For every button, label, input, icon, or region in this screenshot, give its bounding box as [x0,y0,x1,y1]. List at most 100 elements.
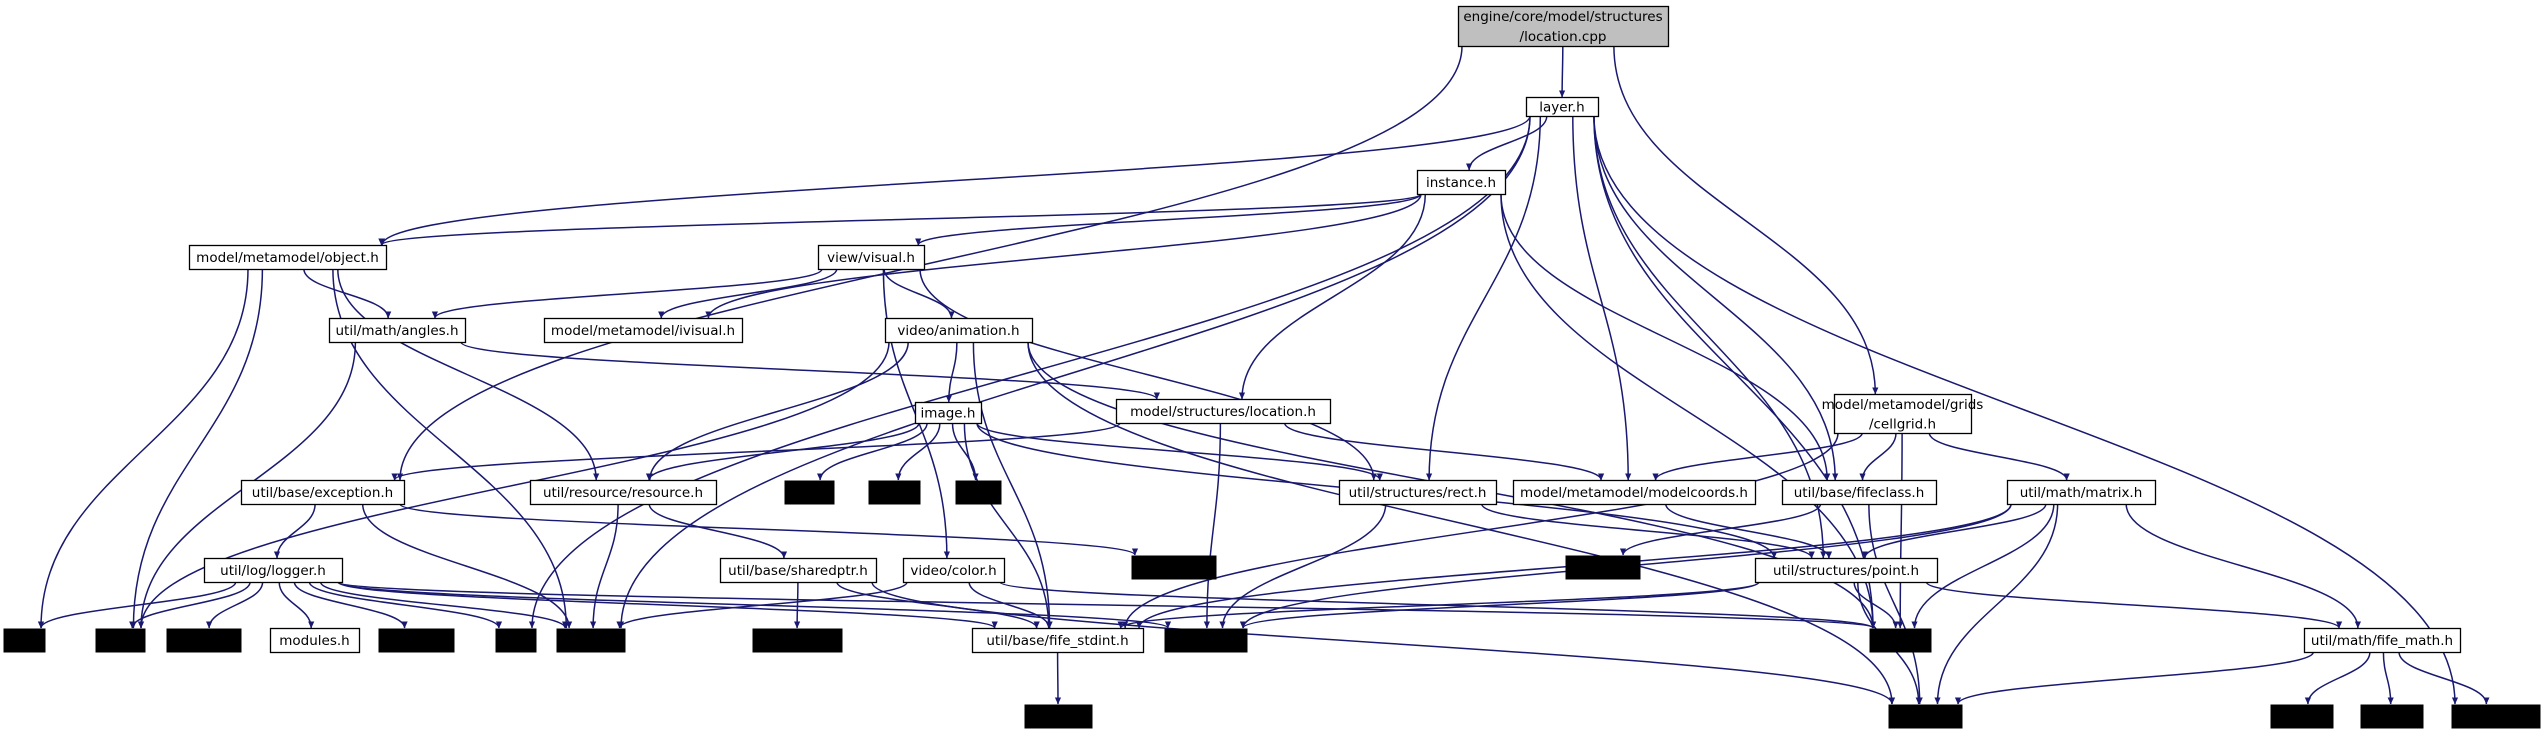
edge-sharedptr-to-functional [793,581,801,629]
node-box [2360,704,2424,729]
node-box [166,628,242,653]
dependency-edge [705,193,1422,319]
node-animation[interactable]: video/animation.h [884,317,1034,344]
edge-color-to-fife-stdint [968,581,1053,629]
node-functional: functional [752,628,843,653]
node-stack: stack [868,480,921,505]
node-sstream: sstream [166,628,242,653]
node-object[interactable]: model/metamodel/object.h [188,244,388,271]
dependency-edge [137,341,890,629]
edge-logger-to-string [319,581,569,629]
node-label: util/base/fife_stdint.h [986,633,1128,649]
edge-rect-to-iostream [1219,503,1387,629]
node-fife-stdint[interactable]: util/base/fife_stdint.h [971,627,1145,654]
node-label: util/structures/rect.h [1349,485,1487,501]
node-label: set [505,633,526,649]
dependency-edge [528,115,1531,629]
node-location[interactable]: model/structures/location.h [1115,398,1332,425]
node-matrix[interactable]: util/math/matrix.h [2006,479,2157,506]
node-box [3,628,46,653]
dependency-edge [1859,432,1897,481]
node-sdl: SDL.h [955,480,1002,505]
node-logger[interactable]: util/log/logger.h [203,557,344,584]
dependency-edge [816,422,928,481]
edge-cellgrid-to-modelcoords [1652,432,1863,481]
dependency-edge [895,422,941,481]
edge-modelcoords-to-point [1665,503,1833,559]
dependency-edge [460,341,1160,400]
node-label: util/math/angles.h [335,323,458,339]
node-set: set [495,628,537,653]
node-box [2006,479,2157,506]
node-label: stack [876,485,912,501]
node-label: algorithm [2463,709,2528,725]
edge-fife-math-to-algorithm [2398,651,2490,705]
node-box [240,479,406,506]
node-iomanip: iomanip [378,628,455,653]
node-label: vector [1879,633,1922,649]
node-visual[interactable]: view/visual.h [817,244,926,271]
node-rect[interactable]: util/structures/rect.h [1338,479,1498,506]
node-label: map [105,633,135,649]
dependency-edge [1238,193,1427,400]
edge-object-to-angles [303,268,392,319]
node-instance[interactable]: instance.h [1416,169,1507,196]
dependency-edge [337,268,600,481]
node-ivisual[interactable]: model/metamodel/ivisual.h [543,317,744,344]
edge-location-to-modelcoords [1283,422,1605,481]
node-exception[interactable]: util/base/exception.h [240,479,406,506]
node-modules[interactable]: modules.h [269,627,361,654]
edge-logger-to-sstream [205,581,264,629]
edge-object-to-list [37,268,249,629]
dependency-edge [645,422,920,481]
edge-layer-to-set [528,115,1531,629]
dependency-edge [648,503,788,559]
node-box [328,317,467,344]
node-box [1164,628,1248,653]
node-label: limits [2373,709,2410,725]
dependency-edge [1558,45,1566,98]
node-box [95,628,146,653]
dependency-edge [1613,45,1879,395]
node-fife-math[interactable]: util/math/fife_math.h [2303,627,2462,654]
edge-point-to-fife-stdint [1117,581,1760,629]
node-box [719,557,878,584]
dependency-edge [2125,503,2362,629]
node-label: iomanip [389,633,443,649]
dependency-edge [37,581,237,629]
edge-logger-to-iomanip [293,581,408,629]
node-fifeclass[interactable]: util/base/fifeclass.h [1781,479,1938,506]
edge-fife-math-to-limits [2382,651,2394,705]
dependency-edge [1619,503,1822,556]
node-image[interactable]: image.h [914,401,983,425]
dependency-edge [963,422,1052,629]
node-label: model/metamodel/grids [1822,397,1984,413]
dependency-edge [793,581,801,629]
edge-object-to-resource [337,268,600,481]
node-color[interactable]: video/color.h [902,557,1006,584]
dependency-edge [378,193,1422,246]
dependency-edge [278,581,315,629]
node-label: model/metamodel/ivisual.h [551,323,735,339]
dependency-edge [337,581,1876,629]
node-box [784,480,835,505]
node-modelcoords[interactable]: model/metamodel/modelcoords.h [1512,479,1757,506]
node-box [1833,393,1973,435]
node-cellgrid[interactable]: model/metamodel/grids/cellgrid.h [1822,393,1984,435]
node-stdexcept: stdexcept [1131,555,1217,580]
node-box [1416,169,1507,196]
node-label: sstream [176,633,230,649]
dependency-edge [945,341,958,403]
node-sharedptr[interactable]: util/base/sharedptr.h [719,557,878,584]
node-resource[interactable]: util/resource/resource.h [529,479,718,506]
dependency-edge [1665,503,1833,559]
node-box [1525,96,1600,118]
node-root[interactable]: engine/core/model/structures/location.cp… [1457,5,1670,48]
dependency-edge [1593,115,1839,481]
node-angles[interactable]: util/math/angles.h [328,317,467,344]
node-label: stdint.h [1032,709,1083,725]
node-layer[interactable]: layer.h [1525,96,1600,118]
node-point[interactable]: util/structures/point.h [1754,557,1939,584]
node-box [955,480,1002,505]
dependency-edge [303,268,392,319]
